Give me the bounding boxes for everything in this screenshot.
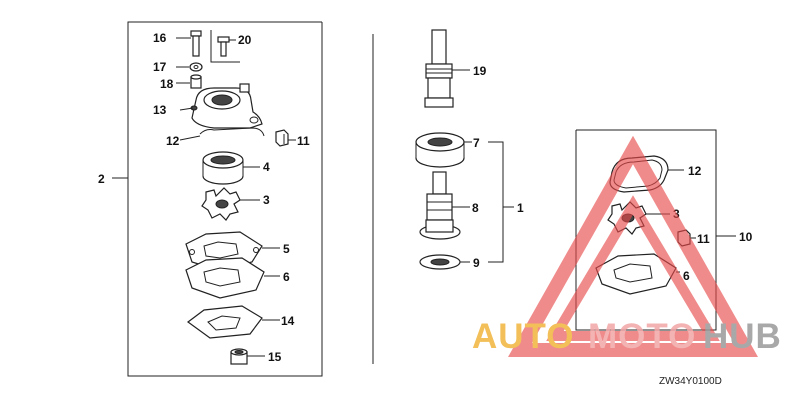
- watermark-text-moto: MOTO: [588, 317, 696, 356]
- part-12-gasket: 12: [166, 127, 265, 148]
- part-8-shaft: 8: [419, 171, 479, 240]
- label-12-right: 12: [688, 164, 702, 178]
- label-6-left: 6: [283, 270, 290, 284]
- part-11-key: 11: [275, 129, 310, 148]
- left-assembly-box: 2: [98, 21, 323, 377]
- part-7-bearing: 7: [415, 132, 480, 168]
- label-1: 1: [517, 201, 524, 215]
- label-13: 13: [153, 103, 167, 117]
- label-8: 8: [472, 201, 479, 215]
- watermark-text-hub: HUB: [703, 317, 782, 356]
- label-19: 19: [473, 64, 487, 78]
- label-10: 10: [739, 230, 753, 244]
- part-15-seal: 15: [230, 348, 282, 365]
- label-17: 17: [153, 60, 167, 74]
- shaft-assembly-bracket: 1: [488, 141, 524, 263]
- part-13-pump-housing: 13: [153, 83, 263, 129]
- part-3-impeller: 3: [201, 187, 270, 221]
- part-4-liner: 4: [202, 151, 270, 185]
- label-11-left: 11: [297, 134, 310, 148]
- part-17-washer: 17: [153, 60, 203, 74]
- watermark-triangle-inner: [546, 195, 720, 341]
- diagram-code: ZW34Y0100D: [659, 376, 722, 387]
- label-3-left: 3: [263, 193, 270, 207]
- label-4: 4: [263, 160, 270, 174]
- label-11-right: 11: [697, 232, 710, 246]
- label-7: 7: [473, 136, 480, 150]
- watermark-logo: AUTO MOTO HUB: [472, 135, 782, 357]
- part-14-gasket: 14: [186, 305, 295, 339]
- label-20: 20: [238, 33, 252, 47]
- part-9-washer: 9: [419, 254, 480, 270]
- part-20-bolt: 20: [210, 30, 252, 63]
- watermark-text-auto: AUTO: [472, 317, 575, 356]
- part-16-bolt: 16: [153, 30, 202, 57]
- label-5: 5: [283, 242, 290, 256]
- part-19-shaft: 19: [424, 29, 487, 108]
- part-6-gasket-right: 6: [595, 253, 690, 295]
- label-9: 9: [473, 256, 480, 270]
- label-14: 14: [281, 314, 295, 328]
- label-18: 18: [160, 77, 174, 91]
- label-12-left: 12: [166, 134, 180, 148]
- label-15: 15: [268, 350, 282, 364]
- label-16: 16: [153, 31, 167, 45]
- watermark-triangle-outer: [508, 135, 758, 357]
- label-2: 2: [98, 172, 105, 186]
- label-6-right: 6: [683, 269, 690, 283]
- part-6-gasket: 6: [185, 257, 290, 299]
- part-18-collar: 18: [160, 74, 202, 91]
